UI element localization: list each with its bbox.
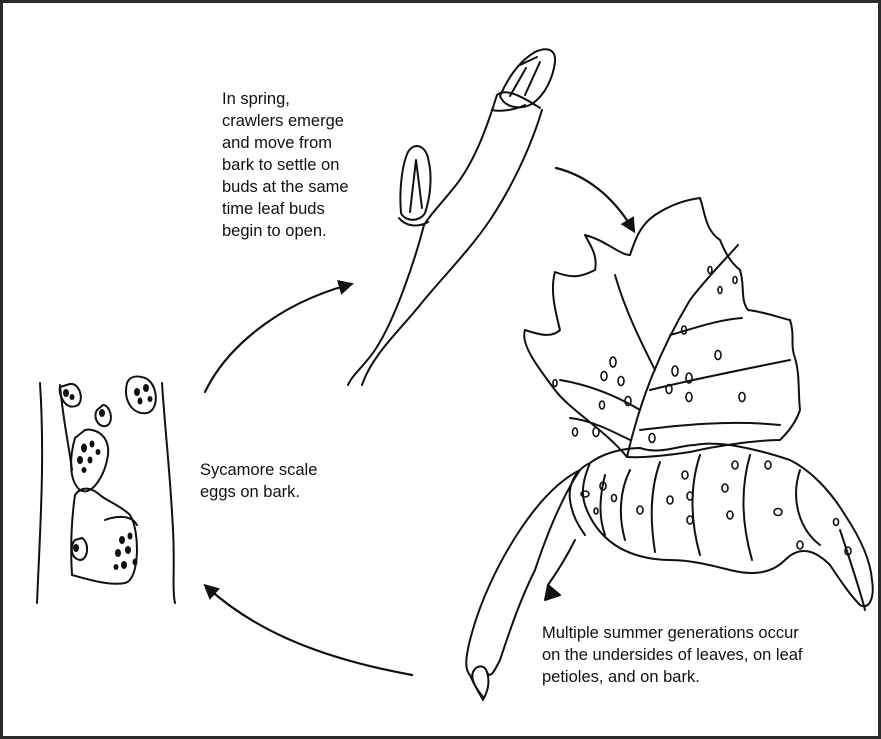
summer-generations-caption: Multiple summer generations occur on the… xyxy=(542,622,877,688)
eggs-on-bark-caption: Sycamore scale eggs on bark. xyxy=(200,459,380,503)
cycle-arrow-settle xyxy=(556,168,632,228)
bark-with-eggs-drawing xyxy=(37,376,175,603)
leaf-scale-spots xyxy=(553,267,851,556)
cycle-arrow-return xyxy=(208,588,412,675)
spring-crawlers-caption: In spring, crawlers emerge and move from… xyxy=(222,88,412,242)
cycle-arrow-spring xyxy=(205,285,348,392)
